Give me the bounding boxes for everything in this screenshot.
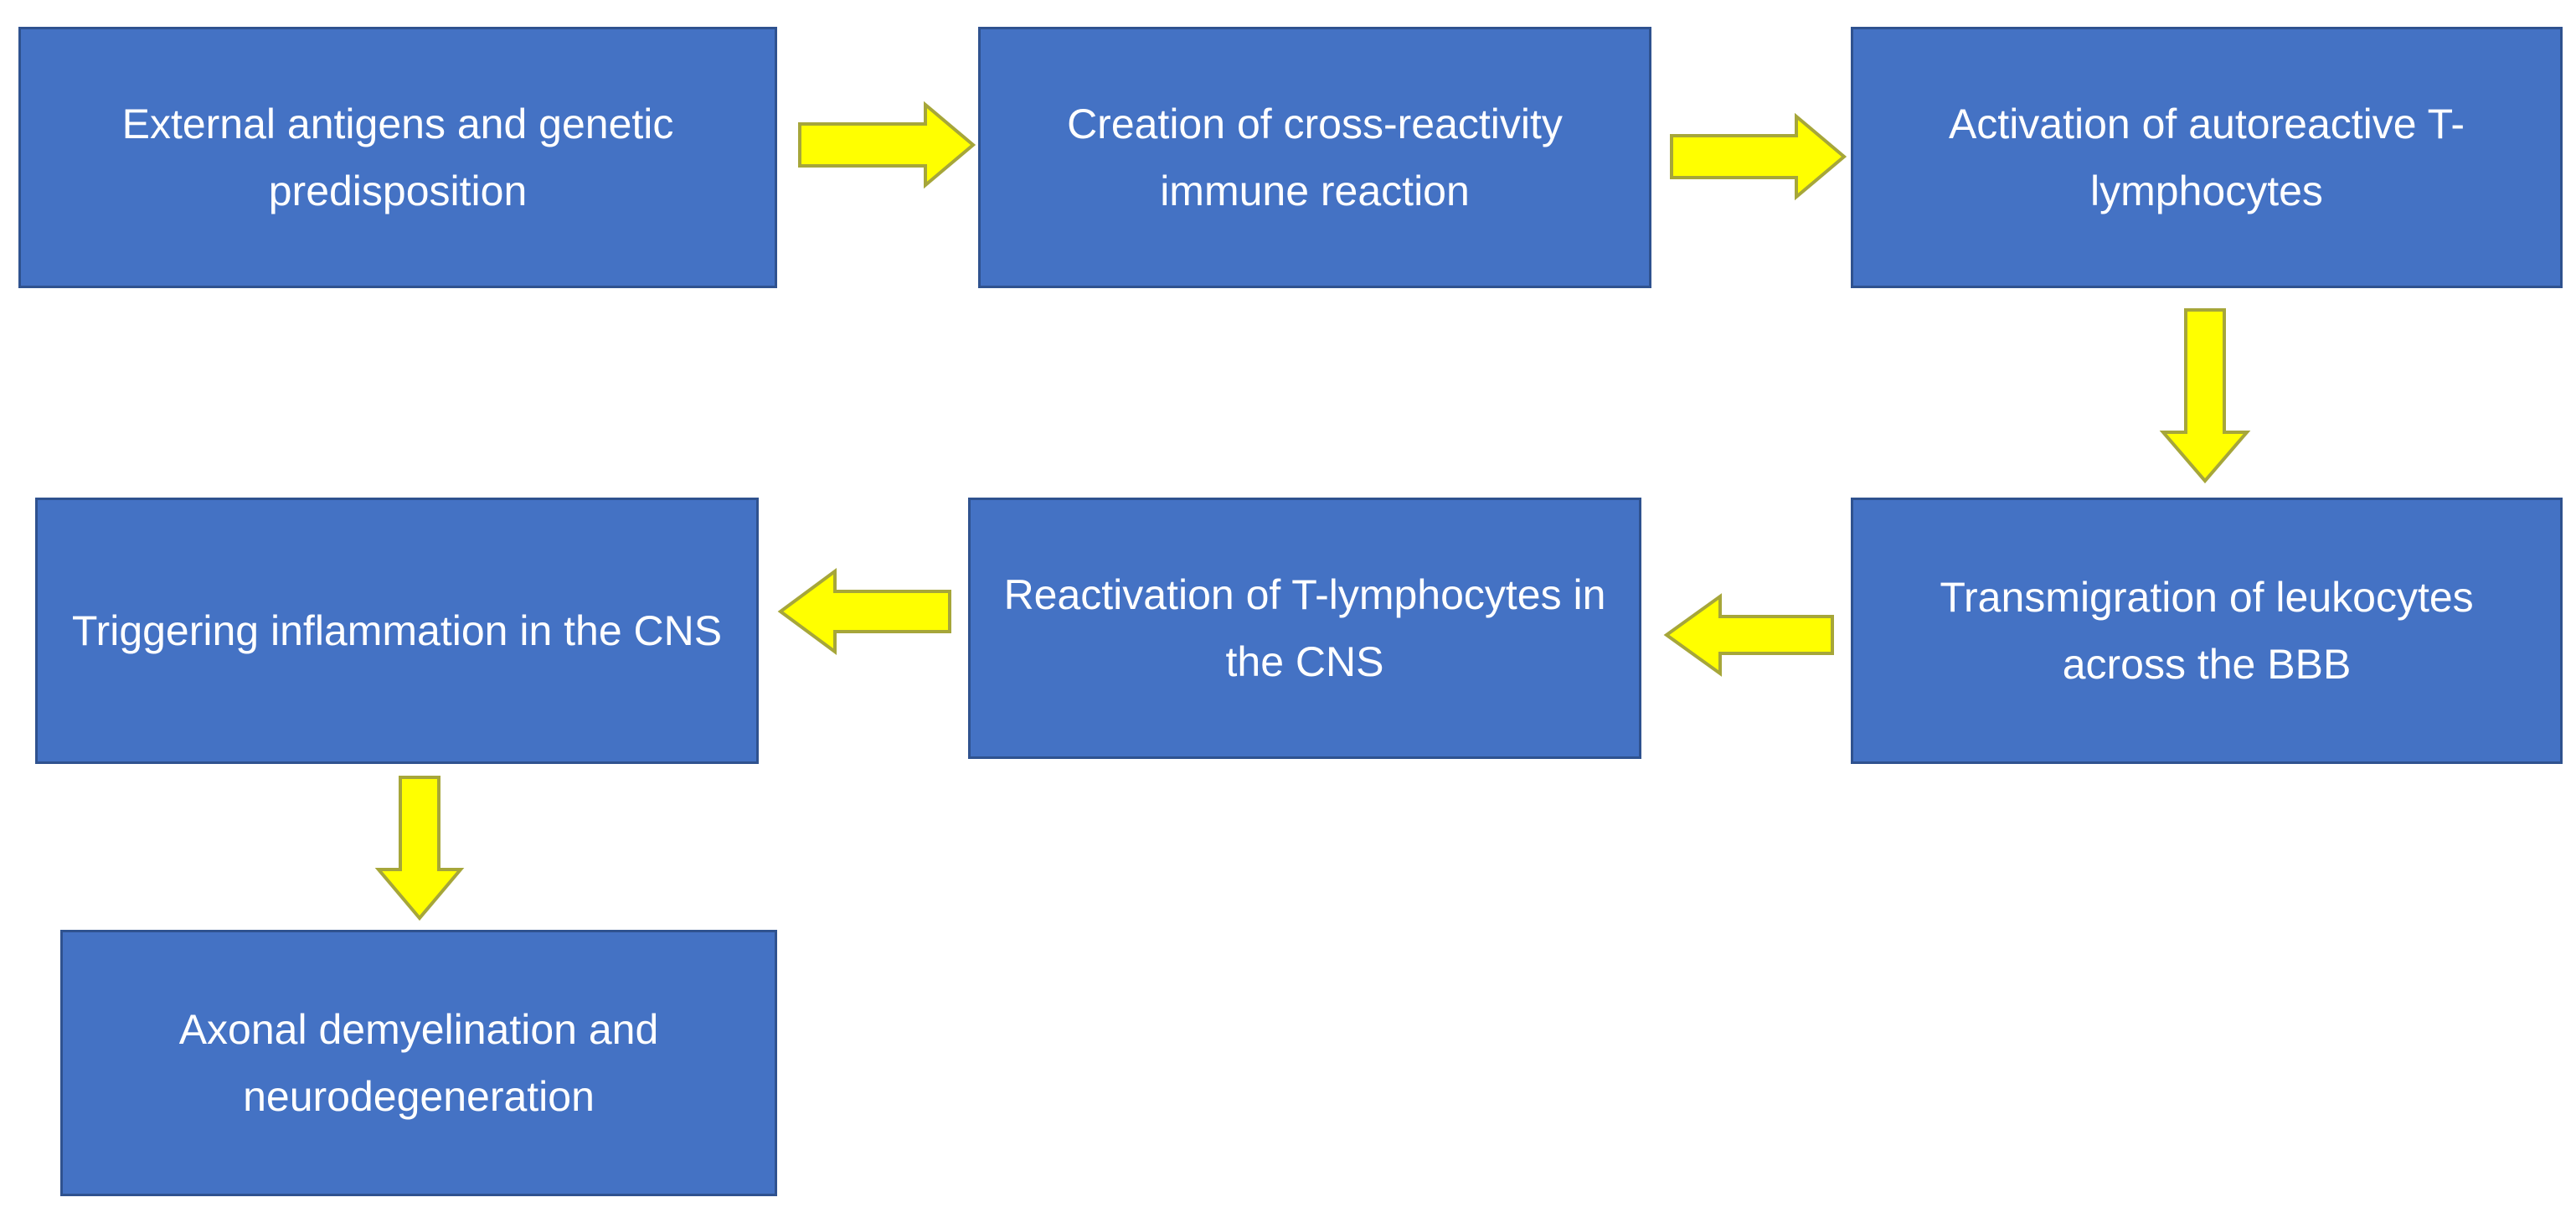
arrow-right-icon (798, 101, 976, 189)
arrow-left-icon (777, 568, 951, 655)
step-box-transmigration-leukocytes: Transmigration of leukocytes across the … (1851, 498, 2563, 764)
step-label-axonal-demyelination: Axonal demyelination and neurodegenerati… (178, 1006, 659, 1120)
arrow-left-icon (1663, 593, 1834, 677)
step-box-triggering-inflammation: Triggering inflammation in the CNS (35, 498, 759, 764)
arrow-down-icon (2159, 308, 2251, 484)
step-box-cross-reactivity: Creation of cross-reactivity immune reac… (978, 27, 1651, 288)
step-label-cross-reactivity: Creation of cross-reactivity immune reac… (1067, 101, 1563, 214)
step-label-reactivation-t-lymphocytes: Reactivation of T-lymphocytes in the CNS (1003, 571, 1606, 685)
step-box-activation-t-lymphocytes: Activation of autoreactive T-lymphocytes (1851, 27, 2563, 288)
step-box-axonal-demyelination: Axonal demyelination and neurodegenerati… (60, 930, 777, 1196)
step-box-external-antigens: External antigens and genetic predisposi… (18, 27, 777, 288)
arrow-right-icon (1670, 112, 1847, 201)
step-label-triggering-inflammation: Triggering inflammation in the CNS (71, 607, 723, 654)
arrow-down-icon (374, 776, 465, 921)
step-label-external-antigens: External antigens and genetic predisposi… (121, 101, 674, 214)
step-box-reactivation-t-lymphocytes: Reactivation of T-lymphocytes in the CNS (968, 498, 1641, 759)
step-label-activation-t-lymphocytes: Activation of autoreactive T-lymphocytes (1948, 101, 2465, 214)
step-label-transmigration-leukocytes: Transmigration of leukocytes across the … (1940, 574, 2474, 688)
